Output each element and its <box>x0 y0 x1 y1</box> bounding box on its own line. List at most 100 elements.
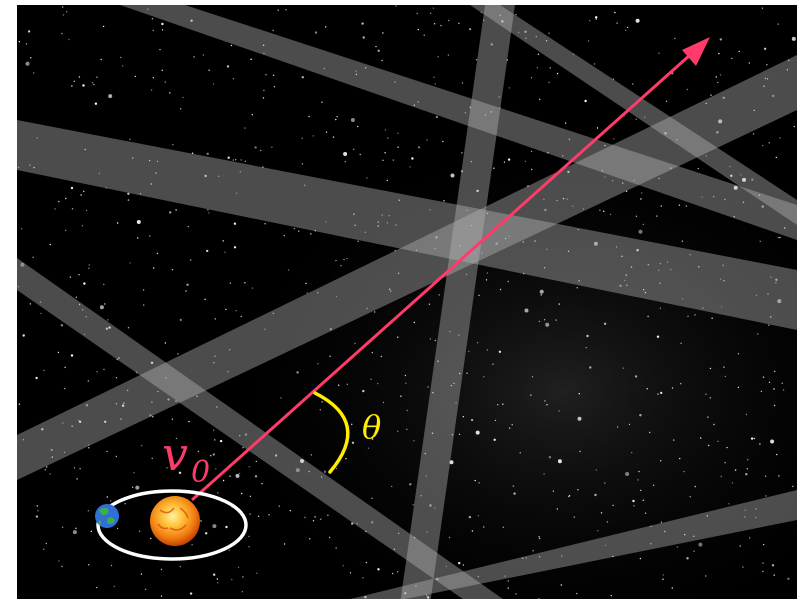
star <box>365 530 367 533</box>
star <box>312 520 315 522</box>
star <box>244 282 246 284</box>
star <box>260 149 262 152</box>
star <box>524 308 529 313</box>
star <box>188 420 190 423</box>
star <box>371 438 374 440</box>
star <box>435 236 438 239</box>
star <box>546 248 548 251</box>
star <box>538 556 541 558</box>
star <box>773 388 775 390</box>
star <box>180 108 182 110</box>
star <box>759 443 761 445</box>
star <box>406 428 408 431</box>
star <box>621 255 623 257</box>
star <box>433 76 435 78</box>
velocity-vector <box>191 37 710 502</box>
star <box>353 213 355 215</box>
star <box>208 212 210 214</box>
star <box>161 22 164 26</box>
star <box>506 59 508 61</box>
star <box>603 322 607 325</box>
star <box>604 144 606 147</box>
star <box>786 69 789 71</box>
star <box>717 81 719 84</box>
star <box>717 440 719 443</box>
star <box>120 418 122 420</box>
star <box>437 56 439 58</box>
star <box>572 53 575 55</box>
star <box>105 327 109 330</box>
star <box>161 69 163 72</box>
star <box>35 515 39 518</box>
star <box>760 390 763 392</box>
star <box>29 164 31 166</box>
star <box>147 8 149 10</box>
star <box>705 155 707 157</box>
star <box>350 118 355 122</box>
star <box>448 19 450 22</box>
star <box>116 358 118 361</box>
star <box>216 406 218 408</box>
star <box>449 330 451 333</box>
star <box>578 393 580 395</box>
velocity-arrowhead <box>682 37 710 66</box>
star <box>110 564 113 567</box>
star <box>71 208 74 210</box>
star <box>573 516 575 518</box>
star <box>214 355 216 357</box>
star <box>603 210 605 212</box>
star <box>82 84 85 87</box>
star <box>405 382 407 384</box>
star <box>558 303 560 305</box>
star <box>394 81 396 83</box>
star <box>632 499 635 503</box>
star <box>538 598 540 599</box>
star <box>215 468 217 470</box>
star <box>589 19 591 22</box>
star <box>673 439 675 441</box>
star <box>335 467 338 470</box>
star <box>362 577 364 579</box>
velocity-subscript: 0 <box>191 455 210 490</box>
star <box>434 248 436 250</box>
star <box>535 35 537 38</box>
star <box>453 382 455 385</box>
star <box>357 240 359 242</box>
star <box>343 258 345 261</box>
star <box>483 19 485 21</box>
star <box>622 367 624 369</box>
star <box>633 505 635 507</box>
star <box>370 378 372 380</box>
star <box>492 363 494 365</box>
star <box>115 455 118 458</box>
star <box>462 564 464 566</box>
star <box>306 292 308 294</box>
star <box>83 282 86 285</box>
star <box>141 444 143 447</box>
star <box>62 422 64 424</box>
star <box>435 115 439 119</box>
star <box>340 265 342 267</box>
star <box>773 574 775 576</box>
velocity-arrow-shaft <box>191 53 691 502</box>
star <box>731 482 734 484</box>
star <box>88 267 90 269</box>
star <box>126 389 129 392</box>
star <box>332 136 335 138</box>
star <box>442 140 444 143</box>
star <box>73 80 76 83</box>
star <box>404 374 407 377</box>
star <box>362 36 365 39</box>
star <box>636 249 639 252</box>
star <box>113 585 115 588</box>
star <box>200 520 202 522</box>
star <box>205 532 208 535</box>
star <box>214 318 216 320</box>
star <box>742 566 744 568</box>
star <box>386 179 388 182</box>
star <box>697 167 699 170</box>
star <box>425 475 427 477</box>
star <box>638 470 640 473</box>
star <box>464 112 467 114</box>
star <box>660 205 662 207</box>
